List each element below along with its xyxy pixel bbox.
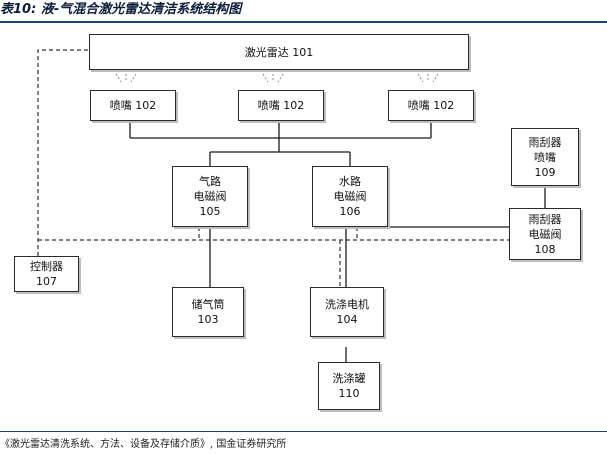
nozzle-box-middle: 喷嘴 102: [238, 90, 324, 121]
air-valve-line1: 气路: [199, 175, 221, 188]
air-tank-box: 储气筒 103: [172, 287, 244, 337]
lidar-box: 激光雷达 101: [89, 34, 469, 70]
wash-tank-box: 洗涤罐 110: [318, 362, 380, 410]
spray-mark: [262, 73, 269, 83]
wash-motor-line1: 洗涤电机: [325, 298, 369, 311]
wiper-valve-box: 雨刮器 电磁阀 108: [509, 208, 581, 260]
air-valve-line2: 电磁阀: [193, 190, 227, 203]
nozzle-box-right: 喷嘴 102: [388, 90, 474, 121]
wash-tank-line1: 洗涤罐: [332, 372, 366, 385]
nozzle-label: 喷嘴 102: [109, 99, 157, 112]
lidar-label: 激光雷达 101: [244, 45, 314, 59]
spray-mark: [115, 73, 122, 83]
source-note: 《激光雷达清洗系统、方法、设备及存储介质》, 国金证券研究所: [0, 439, 287, 450]
spray-mark: [277, 73, 284, 83]
wiper-nozzle-line3: 109: [534, 165, 556, 179]
water-valve-line2: 电磁阀: [333, 190, 367, 203]
air-tank-line1: 储气筒: [191, 298, 225, 311]
wash-motor-line2: 104: [336, 313, 358, 326]
footer-divider: [0, 431, 607, 432]
nozzle-box-left: 喷嘴 102: [90, 90, 176, 121]
wiper-valve-line3: 108: [534, 242, 556, 256]
wiper-nozzle-box: 雨刮器 喷嘴 109: [511, 128, 579, 186]
wiper-nozzle-line1: 雨刮器: [528, 135, 562, 149]
wiper-nozzle-line2: 喷嘴: [534, 150, 556, 164]
nozzle-label: 喷嘴 102: [407, 99, 455, 112]
nozzle-label: 喷嘴 102: [257, 99, 305, 112]
wash-tank-line2: 110: [338, 387, 360, 400]
water-valve-box: 水路 电磁阀 106: [312, 166, 388, 227]
water-valve-line1: 水路: [339, 175, 361, 188]
spray-mark: [432, 73, 439, 83]
signal-line: [37, 49, 88, 256]
title-divider: [0, 21, 607, 23]
air-tank-line2: 103: [197, 313, 219, 326]
wiper-valve-line2: 电磁阀: [528, 227, 562, 241]
controller-box: 控制器 107: [14, 256, 79, 292]
spray-mark: [417, 73, 424, 83]
water-valve-line3: 106: [339, 205, 361, 218]
air-valve-box: 气路 电磁阀 105: [172, 166, 248, 227]
wiper-valve-line1: 雨刮器: [528, 212, 562, 226]
controller-line2: 107: [36, 275, 57, 288]
spray-mark: [130, 73, 137, 83]
figure-title: 表10: 液-气混合激光雷达清洁系统结构图: [0, 2, 242, 17]
air-valve-line3: 105: [199, 205, 221, 218]
wash-motor-box: 洗涤电机 104: [310, 287, 384, 337]
controller-line1: 控制器: [30, 260, 63, 273]
